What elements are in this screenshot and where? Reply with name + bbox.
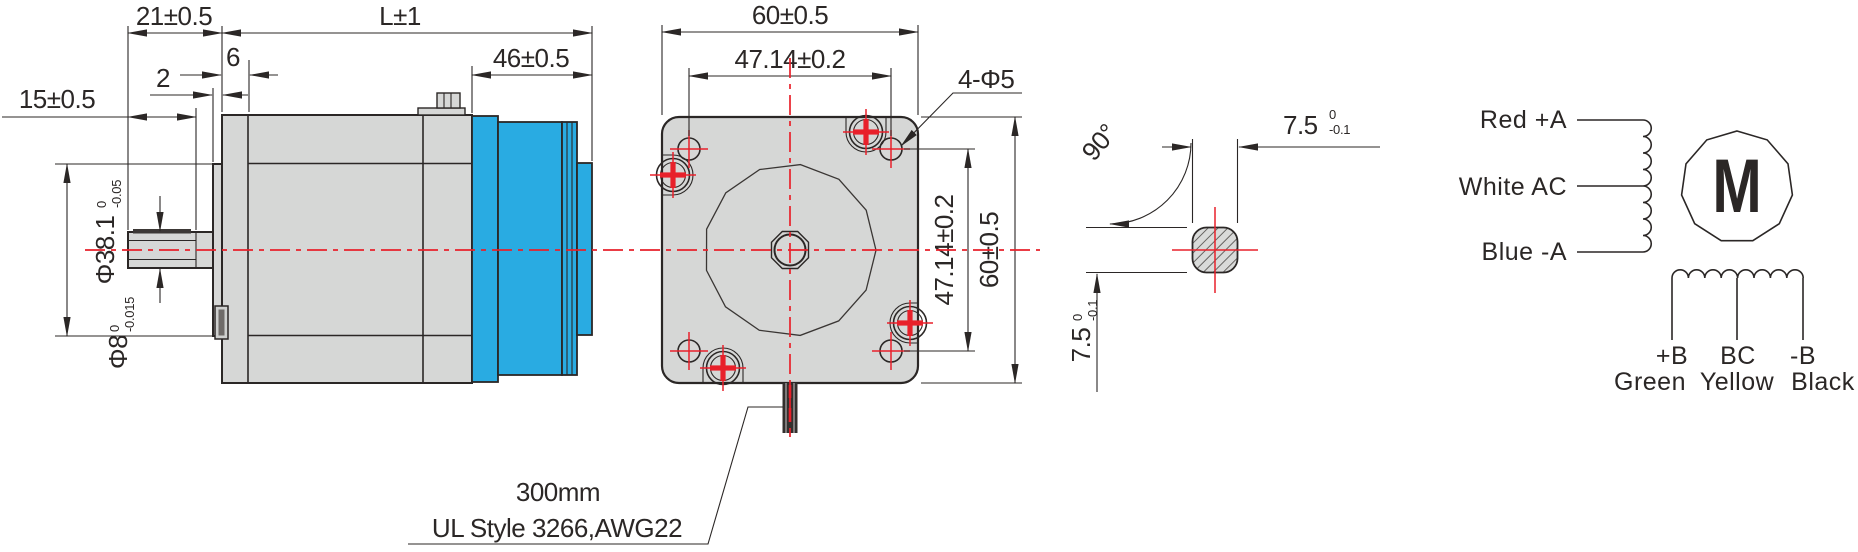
- terminal-b-minus: -B: [1790, 342, 1816, 370]
- hole: [670, 130, 708, 168]
- color-green-label: Green: [1614, 368, 1686, 396]
- motor-symbol-m: M: [1712, 144, 1761, 229]
- screw: [650, 152, 696, 198]
- cable-spec-label: UL Style 3266,AWG22: [432, 513, 682, 543]
- dim-angle: 90°: [1075, 118, 1192, 228]
- phase-b-coil: [1671, 269, 1804, 279]
- terminal-b-plus: +B: [1656, 342, 1688, 370]
- dim-label: 60±0.5: [752, 0, 828, 30]
- dim-shaft-length: 21±0.5: [127, 1, 223, 37]
- dim-label: 7.5: [1066, 328, 1096, 363]
- dim-label: 21±0.5: [136, 1, 212, 31]
- rear-section-blue: [471, 115, 593, 383]
- hole: [670, 332, 708, 370]
- dim-body-length: L±1: [221, 1, 593, 37]
- connector-base: [417, 107, 466, 116]
- dim-flat-height: 7.5 0 -0.1: [1066, 273, 1101, 392]
- mounting-screws: [650, 109, 933, 391]
- shaft-flat-edge: [133, 229, 191, 234]
- dim-label: L±1: [379, 1, 421, 31]
- side-view: 21±0.5 L±1 46±0.5 6 2 15±0.5: [2, 1, 593, 384]
- tol-lower: -0.05: [109, 180, 124, 208]
- screw: [843, 109, 889, 155]
- tol-upper: 0: [94, 201, 109, 208]
- front-view-extension-lines: [661, 25, 1022, 384]
- terminal-bc: BC: [1720, 342, 1756, 370]
- tol-upper: 0: [1329, 107, 1336, 122]
- tol-upper: 0: [107, 325, 122, 332]
- motor-symbol-circle: [1680, 130, 1794, 242]
- dim-label: 7.5: [1283, 110, 1318, 140]
- lead-red-label: Red +A: [1480, 106, 1567, 134]
- dim-width-top: 60±0.5: [661, 0, 919, 36]
- tol-upper: 0: [1070, 314, 1085, 321]
- shaft-boss-outline: [770, 230, 810, 270]
- dim-boss-height: 2: [150, 63, 248, 99]
- dim-label: 46±0.5: [493, 43, 569, 73]
- centerlines: [85, 58, 1040, 437]
- mounting-holes: [670, 130, 910, 370]
- wiring-diagram: Red +A White AC Blue -A M +B BC -B Green…: [1459, 106, 1855, 396]
- dim-label: 90°: [1075, 118, 1122, 166]
- dim-step: 6: [180, 42, 278, 79]
- pilot-circle: [705, 163, 877, 337]
- cable-note: 300mm UL Style 3266,AWG22: [408, 406, 783, 545]
- screw: [887, 300, 933, 346]
- color-black-label: Black: [1791, 368, 1855, 396]
- dim-rear-length: 46±0.5: [471, 43, 593, 79]
- lead-white-label: White AC: [1459, 173, 1567, 201]
- hole: [872, 332, 910, 370]
- tol-lower: -0.1: [1329, 122, 1350, 137]
- dim-shaft-diameter: Φ8 0 -0.015: [103, 196, 164, 369]
- cable-leader-line: [408, 406, 783, 545]
- dim-flat-width: 7.5 0 -0.1: [1162, 107, 1380, 151]
- tol-lower: -0.1: [1085, 300, 1100, 321]
- hole: [872, 130, 910, 168]
- front-view: 60±0.5 47.14±0.2 4-Φ5 47.14±0.2 60±0.5: [650, 0, 1022, 433]
- shaft-detail-view: 7.5 0 -0.1 90° 7.5 0 -0.1: [1066, 107, 1380, 392]
- dim-label: 4-Φ5: [958, 64, 1014, 94]
- screw: [700, 345, 746, 391]
- tol-lower: -0.015: [122, 297, 137, 332]
- color-yellow-label: Yellow: [1700, 368, 1775, 396]
- cable-length-label: 300mm: [516, 477, 600, 507]
- lead-blue-label: Blue -A: [1482, 238, 1567, 266]
- dim-label: Φ8: [103, 335, 133, 369]
- phase-a-coil: [1642, 119, 1652, 253]
- dim-label: 15±0.5: [19, 84, 95, 114]
- holes-callout: 4-Φ5: [900, 64, 1022, 147]
- connector-block: [436, 92, 461, 109]
- dim-shaft-flat: 15±0.5: [2, 84, 197, 121]
- dim-label: 6: [226, 42, 240, 72]
- dim-label: 2: [156, 63, 170, 93]
- motor-body-side: [221, 114, 473, 384]
